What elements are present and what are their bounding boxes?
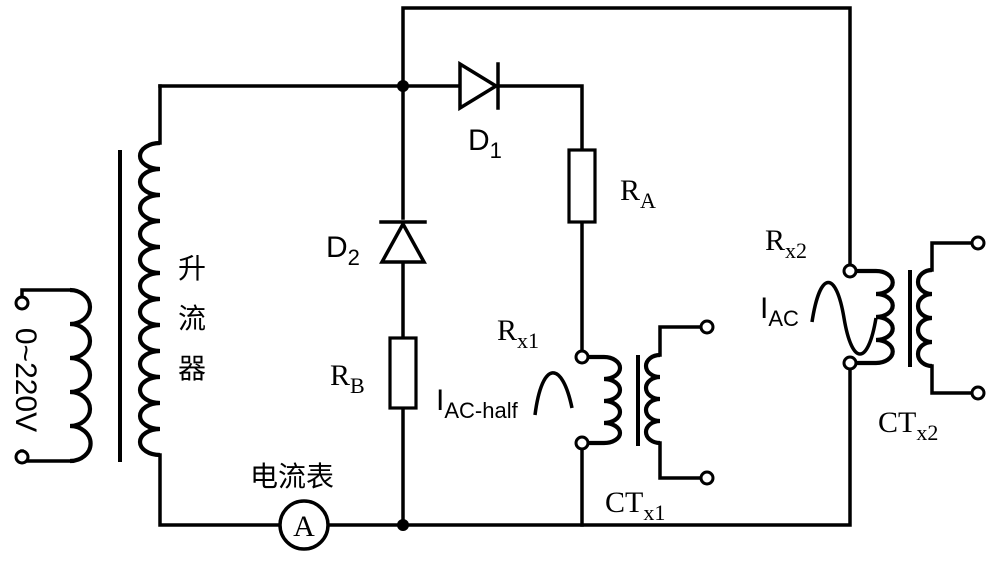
ctx2-secondary-coil (915, 267, 933, 369)
ammeter-symbol: A (293, 510, 315, 543)
iac-half-label: IAC-half (436, 384, 519, 423)
resistor-rb (388, 336, 418, 410)
transformer-label-char-2: 流 (178, 302, 206, 335)
ctx2-primary-coil (856, 268, 895, 366)
source-voltage-label: 0~220V (9, 328, 42, 432)
junction-top (397, 80, 409, 92)
half-wave-icon (533, 371, 574, 416)
source-coil (69, 287, 93, 464)
sine-wave-icon (810, 280, 878, 356)
ctx1-label: CTx1 (605, 486, 665, 525)
resistor-rb-label: RB (330, 359, 365, 398)
ctx1-secondary-leads (658, 325, 706, 480)
transformer-label-char-3: 器 (178, 352, 206, 385)
diode-d1 (458, 60, 500, 112)
resistor-ra-label: RA (620, 174, 656, 213)
wires (20, 6, 852, 527)
source-terminal-top (14, 295, 30, 311)
rx1-terminal-top (574, 349, 590, 365)
transformer-label-char-1: 升 (178, 252, 206, 285)
ctx2-secondary-leads (930, 241, 977, 395)
ammeter (278, 499, 330, 551)
wire-top-loop (401, 6, 852, 267)
ctx1-terminal-bottom (699, 470, 715, 486)
ammeter-caption: 电流表 (250, 460, 334, 493)
wire-d1-to-ra (498, 84, 584, 152)
rx1-label: Rx1 (497, 314, 539, 353)
rx1-terminal-bottom (574, 435, 590, 451)
diode-d2-label: D2 (326, 231, 360, 270)
iac-label: IAC (760, 292, 799, 331)
ctx2-label: CTx2 (878, 406, 938, 445)
resistor-ra (567, 148, 597, 224)
rx2-terminal-bottom (842, 355, 858, 371)
rx2-label: Rx2 (765, 224, 807, 263)
source-terminal-bottom (14, 449, 30, 465)
ctx2-terminal-top (970, 235, 986, 251)
ctx1-primary-coil (588, 354, 623, 446)
ctx1-secondary-coil (643, 352, 661, 446)
transformer-secondary-coil (137, 140, 161, 458)
diode-d2 (379, 220, 427, 264)
wire-left-lower (158, 453, 282, 527)
ctx1-terminal-top (699, 319, 715, 335)
diode-d1-label: D1 (468, 124, 502, 163)
rx2-terminal-top (842, 263, 858, 279)
ctx2-terminal-bottom (970, 385, 986, 401)
wire-bottom (326, 366, 852, 527)
junction-bottom (397, 519, 409, 531)
